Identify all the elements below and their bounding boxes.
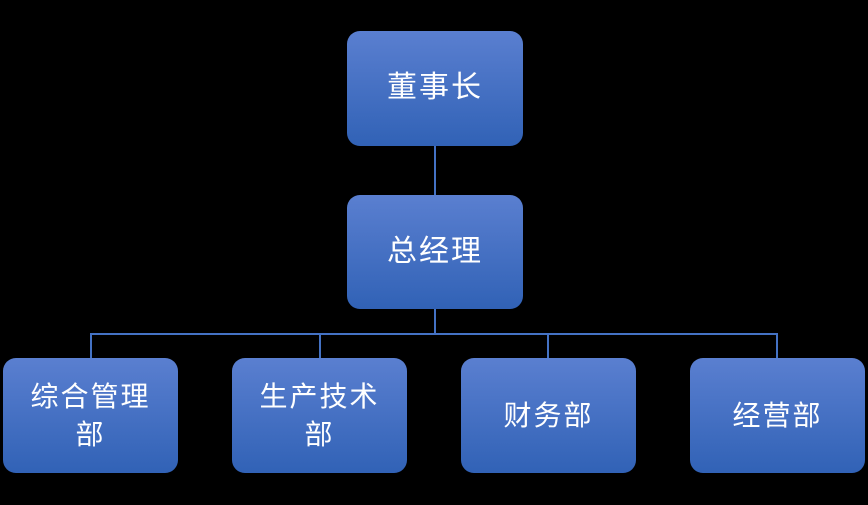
org-node-general-manager-label: 总经理 (387, 233, 483, 269)
org-node-dept-label-line1: 生产技术 (259, 379, 380, 413)
org-node-dept-label-line1: 财务部 (503, 398, 594, 432)
org-node-dept-label-line1: 综合管理 (30, 379, 151, 413)
org-node-dept-production-technology: 生产技术 部 (232, 358, 407, 473)
org-node-dept-business-operations: 经营部 (690, 358, 865, 473)
connector-drop-dept-2 (319, 335, 321, 358)
org-node-dept-label-line2: 部 (304, 417, 335, 451)
connector-manager-to-bus (434, 309, 436, 334)
connector-root-to-manager (434, 146, 436, 195)
org-node-general-manager: 总经理 (347, 195, 523, 309)
org-node-chairman: 董事长 (347, 31, 523, 146)
org-node-chairman-label: 董事长 (387, 70, 483, 106)
org-node-dept-comprehensive-management: 综合管理 部 (3, 358, 178, 473)
connector-bus-line (90, 333, 778, 335)
connector-drop-dept-1 (90, 335, 92, 358)
org-node-dept-label-line1: 经营部 (732, 398, 823, 432)
org-node-dept-finance: 财务部 (461, 358, 636, 473)
connector-drop-dept-4 (776, 335, 778, 358)
org-node-dept-label-line2: 部 (75, 417, 106, 451)
connector-drop-dept-3 (547, 335, 549, 358)
